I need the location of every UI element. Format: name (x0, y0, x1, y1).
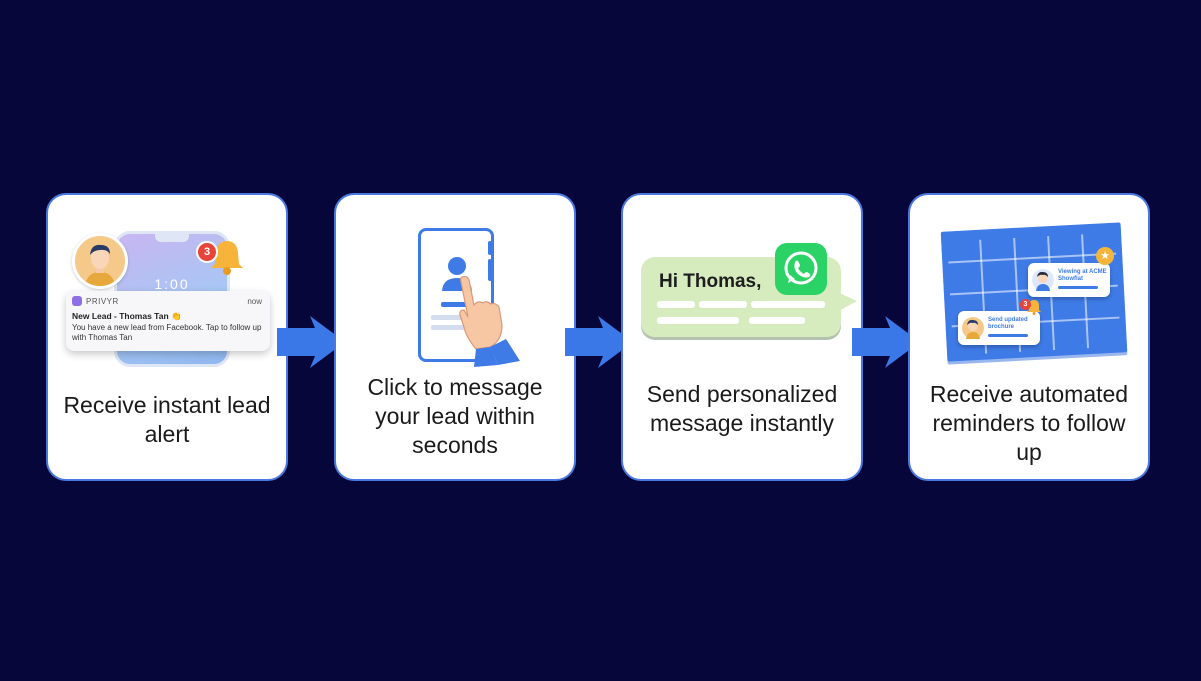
step-title: Click to message your lead within second… (367, 374, 543, 458)
step-title: Receive automated reminders to follow up (929, 381, 1129, 465)
notification-body: You have a new lead from Facebook. Tap t… (72, 323, 262, 342)
whatsapp-icon (775, 243, 827, 295)
step-card-click-message: Click to message your lead within second… (334, 193, 576, 481)
chat-bubble-tail (835, 291, 857, 313)
chat-greeting: Hi Thomas, (659, 271, 762, 292)
arrow-right-icon (277, 316, 345, 368)
reminder-card: Viewing at ACME Showflat (1028, 263, 1110, 297)
privyr-logo-icon (72, 296, 82, 306)
bell-icon (211, 241, 243, 275)
reminder-count-badge: 3 (1020, 299, 1031, 310)
hand-pointer-icon (459, 275, 520, 367)
arrow-right-icon (852, 316, 920, 368)
notification-title: New Lead - Thomas Tan 👏 (72, 311, 182, 321)
step-card-personalized-message: Hi Thomas, Send personalized message ins… (621, 193, 863, 481)
reminder-text: Send updated brochure (988, 317, 1028, 330)
reminder-text: Viewing at ACME Showflat (1058, 269, 1107, 282)
lead-avatar (72, 233, 128, 289)
notification-app-name: PRIVYR (86, 297, 119, 306)
star-icon: ★ (1096, 247, 1114, 265)
step-title: Receive instant lead alert (63, 392, 271, 447)
lock-screen-clock: 1:00 (154, 276, 190, 292)
lead-notification[interactable]: PRIVYR now New Lead - Thomas Tan 👏 You h… (66, 291, 270, 351)
notification-time: now (247, 297, 262, 306)
step-card-automated-reminders: ★ Viewing at ACME Showflat 3 Send update… (908, 193, 1150, 481)
notification-count-badge: 3 (196, 241, 218, 263)
step-card-lead-alert: 1:00 3 PRIVYR now New Lead - Thomas Tan … (46, 193, 288, 481)
step-title: Send personalized message instantly (646, 381, 838, 436)
reminder-card: Send updated brochure (958, 311, 1040, 345)
arrow-right-icon (565, 316, 633, 368)
